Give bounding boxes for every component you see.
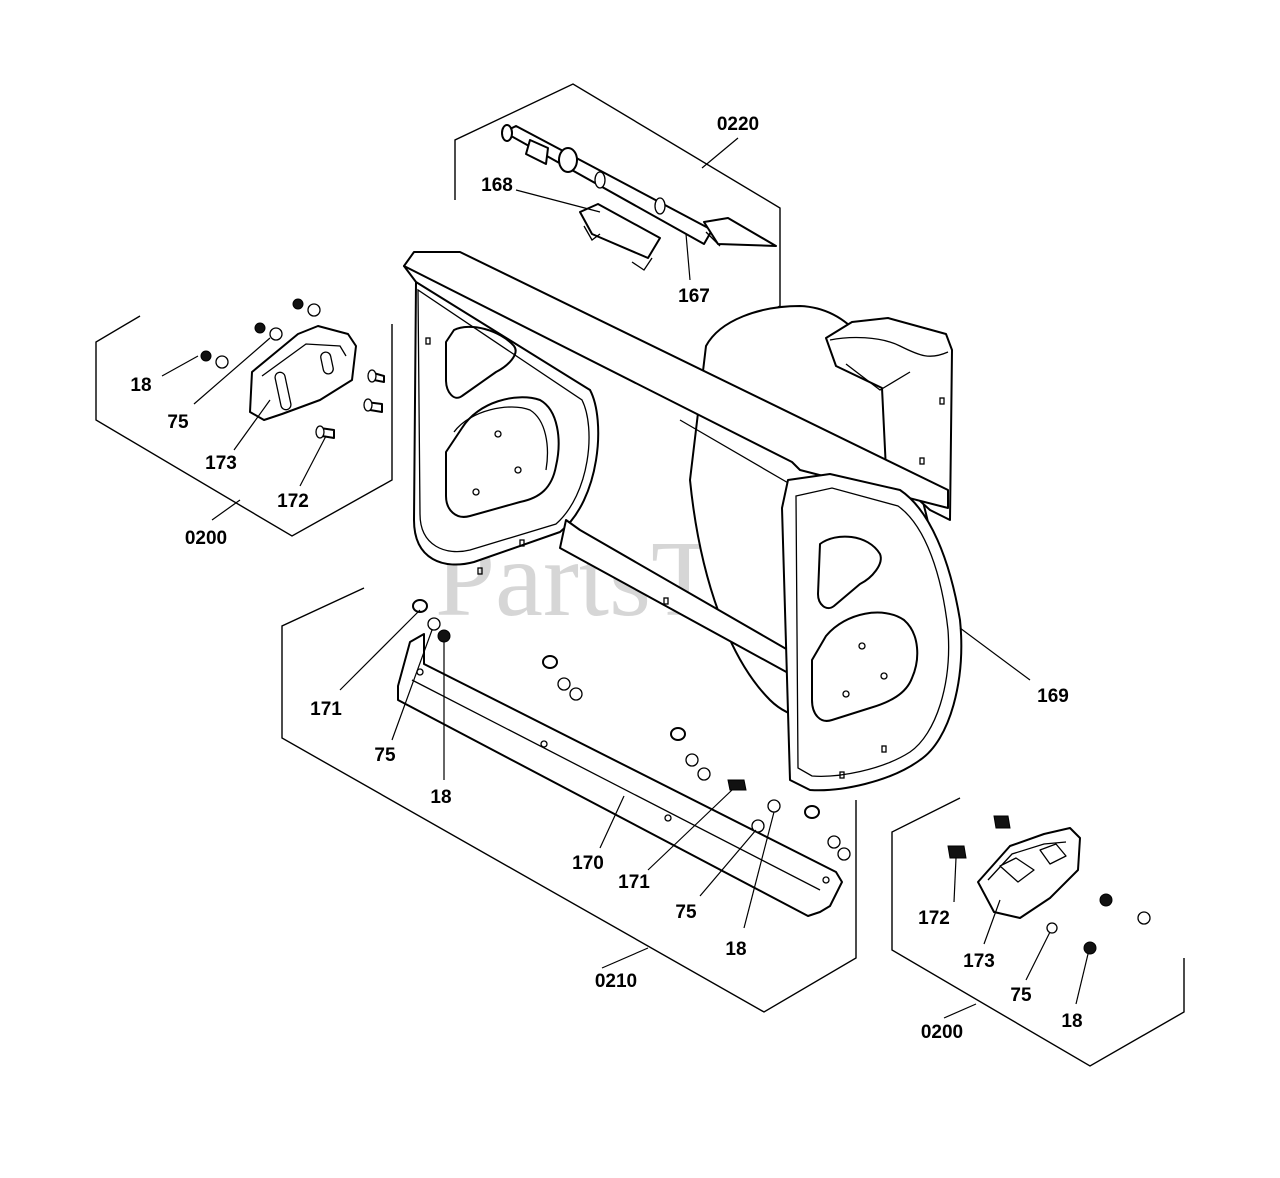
label-18-scraper-left: 18 [430,787,451,808]
label-167: 167 [678,286,710,307]
group-box-0210 [281,587,857,1013]
hardware-left-skid [200,298,385,439]
label-75-scraper-right: 75 [675,902,697,923]
label-169: 169 [1037,686,1069,707]
hardware-right-skid [947,815,1151,955]
label-0220: 0220 [717,114,759,135]
scraper-bar [397,633,843,917]
label-0200-left: 0200 [185,528,227,549]
skid-shoe-right [977,827,1081,919]
hardware-scraper [412,599,851,861]
label-171-right: 171 [618,872,650,893]
label-18-scraper-right: 18 [725,939,746,960]
label-0210: 0210 [595,971,637,992]
auger-housing [403,251,963,792]
leader-lines [161,137,1089,1019]
clip-part [579,203,661,271]
label-75-left-skid: 75 [167,412,189,433]
group-box-0200-right [891,797,1185,1067]
label-18-right-skid: 18 [1061,1011,1082,1032]
label-75-right-skid: 75 [1010,985,1032,1006]
skid-shoe-left [249,325,357,421]
label-173-right: 173 [963,951,995,972]
label-168: 168 [481,175,513,196]
label-172-left: 172 [277,491,309,512]
group-box-0200-left [95,315,393,537]
label-171-left: 171 [310,699,342,720]
label-172-right: 172 [918,908,950,929]
auger-shaft [501,124,777,247]
label-75-scraper-left: 75 [374,745,396,766]
label-18-left-skid: 18 [130,375,151,396]
label-170: 170 [572,853,604,874]
label-0200-right: 0200 [921,1022,963,1043]
part-labels: 0220 168 167 18 75 173 172 0200 169 171 … [130,114,1082,1043]
label-173-left: 173 [205,453,237,474]
